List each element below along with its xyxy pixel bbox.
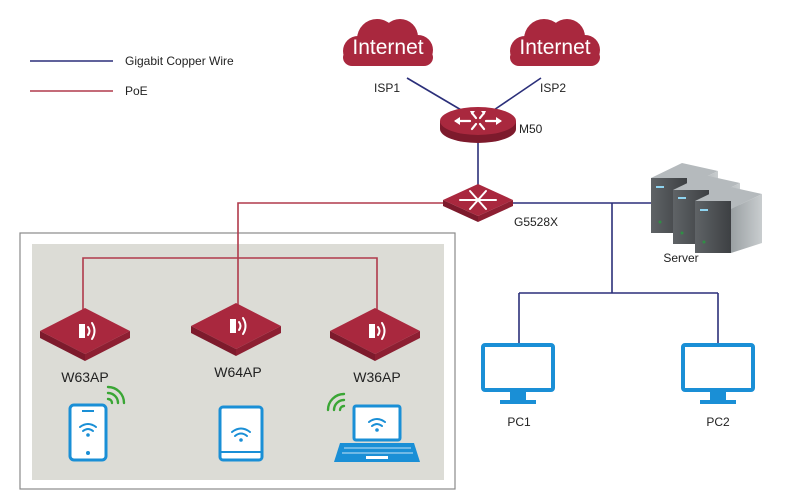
link-ap-bus bbox=[82, 257, 378, 322]
tablet-icon bbox=[218, 405, 264, 462]
server-label: Server bbox=[663, 251, 698, 265]
ap-w36ap-icon bbox=[330, 308, 420, 361]
pc1-label: PC1 bbox=[507, 415, 531, 429]
router-label: M50 bbox=[519, 122, 543, 136]
ap-w64ap-icon bbox=[191, 303, 281, 356]
laptop-icon bbox=[334, 404, 420, 462]
pc2-icon bbox=[681, 343, 755, 404]
copper-links bbox=[406, 77, 719, 343]
isp1-label: ISP1 bbox=[374, 81, 400, 95]
ap-w63ap-label: W63AP bbox=[61, 369, 108, 385]
cloud-isp2: Internet bbox=[510, 19, 600, 66]
server-icon bbox=[651, 163, 762, 253]
link-isp2-router bbox=[487, 77, 542, 115]
cloud-isp1: Internet bbox=[343, 19, 433, 66]
link-switch-w64ap bbox=[237, 202, 447, 322]
wifi-signal-icon bbox=[326, 392, 346, 412]
poe-links bbox=[82, 202, 447, 322]
ap-w63ap-icon bbox=[40, 308, 130, 361]
legend-copper-label: Gigabit Copper Wire bbox=[125, 54, 234, 68]
legend: Gigabit Copper Wire PoE bbox=[30, 54, 234, 98]
cloud-isp2-text: Internet bbox=[519, 36, 590, 59]
switch-label: G5528X bbox=[514, 215, 558, 229]
pc1-icon bbox=[481, 343, 555, 404]
isp2-label: ISP2 bbox=[540, 81, 566, 95]
link-isp1-router bbox=[406, 77, 469, 115]
ap-w64ap-label: W64AP bbox=[214, 364, 261, 380]
router-icon bbox=[440, 107, 516, 143]
wifi-signal-icon bbox=[106, 385, 126, 405]
ap-w36ap-label: W36AP bbox=[353, 369, 400, 385]
switch-icon bbox=[443, 184, 513, 222]
cloud-isp1-text: Internet bbox=[352, 36, 423, 59]
pc2-label: PC2 bbox=[706, 415, 730, 429]
legend-poe-label: PoE bbox=[125, 84, 148, 98]
phone-icon bbox=[68, 403, 108, 462]
